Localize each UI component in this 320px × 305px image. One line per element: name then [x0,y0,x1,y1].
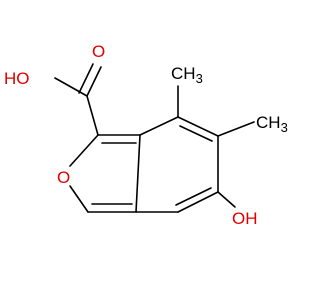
bond-c3a-c7a [135,134,141,213]
bond-c1-o2 [69,134,99,167]
bond-c5-c4-b [175,187,212,206]
bond-ccooh-oh [54,77,88,97]
bond-c7a-c7 [139,116,179,136]
bond-c5-c4-a [177,191,219,213]
structure-diagram: HO O O CH3 CH3 OH [4,42,288,228]
molecule-canvas: HO O O CH3 CH3 OH [4,42,288,228]
bond-o2-c3 [69,185,89,213]
bond-ccooh-o-double-b [78,63,94,94]
carbonyl-oxygen-label: O [92,42,105,61]
acid-hydroxyl-label: HO [4,69,30,88]
bond-c7-c6-b [179,125,213,142]
methyl-top-label: CH3 [171,64,203,86]
phenol-hydroxyl-label: OH [232,209,258,228]
bond-ccooh-o-double-a [86,66,102,97]
bond-c5-oh [217,191,236,208]
methyl-right-label: CH3 [256,113,288,135]
ring-oxygen-label: O [57,168,70,187]
bond-c1-ccooh [86,95,99,136]
bond-c7-c6-a [177,116,219,137]
bond-c6-methyl [217,121,255,137]
